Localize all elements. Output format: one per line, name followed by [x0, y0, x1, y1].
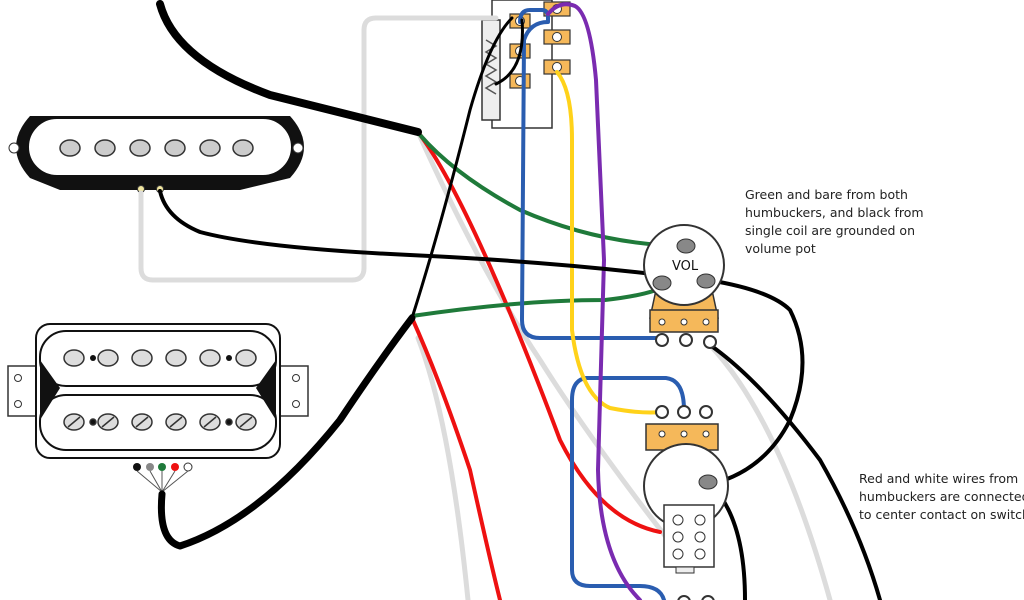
black-wire-single-coil-ground	[158, 189, 688, 280]
red-wire-lower	[410, 316, 502, 600]
red-wire-upper	[416, 130, 662, 534]
vol-pot-label: VOL	[672, 259, 699, 274]
white-wire-humbucker-a	[415, 335, 471, 600]
blue-wire-tone-loop	[570, 376, 686, 600]
white-wire-single-coil	[138, 15, 499, 283]
switch-note-line-1: Red and white wires from	[859, 471, 1019, 486]
ground-note-line-4: volume pot	[745, 241, 816, 256]
green-wire-upper	[418, 133, 688, 248]
black-wire-vol-to-tone	[706, 278, 805, 486]
black-wire-single-coil-lead	[156, 0, 422, 136]
white-wire-right	[707, 342, 833, 600]
black-wire-switch-hook	[494, 18, 524, 86]
switch-note-line-2: humbuckers are connected	[859, 489, 1024, 504]
capacitor-block	[663, 504, 715, 574]
humbucker-leads	[133, 462, 193, 493]
black-wire-switch-diagonal	[410, 16, 514, 320]
switch-note: Red and white wires from humbuckers are …	[859, 470, 1024, 524]
bottom-terminals	[677, 595, 715, 600]
ground-note-line-3: single coil are grounded on	[745, 223, 916, 238]
blue-wire-switch	[518, 8, 664, 340]
purple-wire	[546, 2, 642, 600]
humbucker-pickup	[7, 323, 309, 493]
volume-pot: VOL	[643, 224, 725, 349]
green-wire-lower	[410, 283, 670, 318]
black-wire-humbucker-lead	[157, 314, 416, 550]
single-coil-pickup	[8, 116, 304, 193]
ground-note-line-1: Green and bare from both	[745, 187, 908, 202]
ground-note-line-2: humbuckers, and black from	[745, 205, 924, 220]
yellow-wire	[555, 70, 664, 415]
white-wire-humbucker-b	[415, 129, 683, 558]
black-wire-vol-output	[708, 343, 882, 600]
switch-note-line-3: to center contact on switch	[859, 507, 1024, 522]
ground-note: Green and bare from both humbuckers, and…	[745, 186, 924, 258]
